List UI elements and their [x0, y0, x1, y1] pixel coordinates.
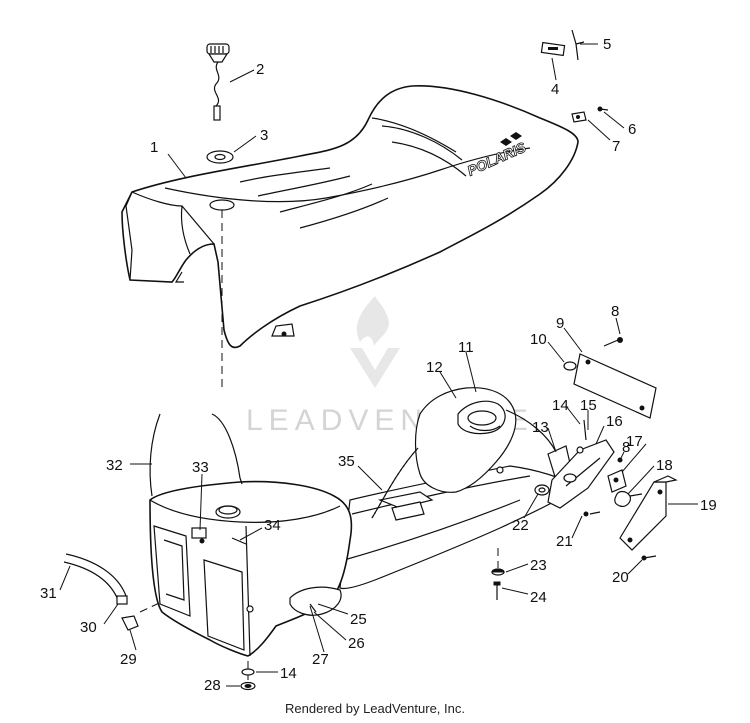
callout-16: 16 [606, 413, 623, 430]
logo-mark-icon [500, 132, 522, 146]
hose-clamp [116, 595, 128, 605]
screw-20 [641, 555, 657, 561]
reflector-plate [563, 337, 657, 419]
callout-19: 19 [700, 497, 717, 514]
callout-2: 2 [256, 61, 264, 78]
callout-5: 5 [603, 36, 611, 53]
bushing [534, 484, 550, 496]
callout-7: 7 [612, 138, 620, 155]
callout-26: 26 [348, 635, 365, 652]
small-plate [571, 111, 587, 123]
screw-24 [493, 581, 501, 600]
callout-17: 17 [626, 433, 643, 450]
vent-hose-right [211, 413, 241, 479]
callout-6: 6 [628, 121, 636, 138]
callout-18: 18 [656, 457, 673, 474]
decal-plate [540, 41, 566, 57]
callout-33: 33 [192, 459, 209, 476]
callout-4: 4 [551, 81, 559, 98]
callout-20: 20 [612, 569, 629, 586]
callout-21: 21 [556, 533, 573, 550]
callout-11: 11 [458, 339, 474, 356]
fuel-hose [63, 561, 119, 601]
vent-hose-left [149, 413, 161, 497]
washer [206, 150, 234, 164]
fuel-tank [149, 480, 353, 657]
callout-8: 8 [611, 303, 619, 320]
washer-14 [241, 668, 255, 676]
callout-14: 14 [552, 397, 569, 414]
frame-base [339, 465, 582, 590]
seat-assembly: POLARIS [121, 85, 579, 349]
callout-34: 34 [264, 517, 281, 534]
callout-9: 9 [556, 315, 564, 332]
washer-23 [491, 568, 505, 576]
screw-6 [597, 106, 609, 112]
callout-3: 3 [260, 127, 268, 144]
callout-22: 22 [512, 517, 529, 534]
leader-lines [59, 43, 698, 687]
callout-30: 30 [80, 619, 97, 636]
fuel-line [371, 447, 419, 519]
callout-10: 10 [530, 331, 547, 348]
callout-29: 29 [120, 651, 137, 668]
callout-31: 31 [40, 585, 57, 602]
callout-labels: 1 2 3 4 5 6 7 8 9 10 11 12 13 14 15 16 1… [40, 36, 717, 694]
callout-24: 24 [530, 589, 547, 606]
callout-13: 13 [532, 419, 549, 436]
seat-support [414, 387, 557, 493]
watermark-logo [350, 296, 400, 388]
callout-25: 25 [350, 611, 367, 628]
callout-15: 15 [580, 397, 597, 414]
callout-8-second: 8 [622, 439, 630, 456]
tail-mount [547, 419, 643, 509]
bracket-top [571, 29, 585, 61]
flap-bracket [583, 475, 678, 551]
callout-35: 35 [338, 453, 355, 470]
callout-1: 1 [150, 139, 158, 156]
callout-32: 32 [106, 457, 123, 474]
callout-12: 12 [426, 359, 443, 376]
callout-23: 23 [530, 557, 547, 574]
callout-28: 28 [204, 677, 221, 694]
callout-27: 27 [312, 651, 329, 668]
footer-credit: Rendered by LeadVenture, Inc. [285, 701, 465, 716]
fitting [121, 615, 139, 631]
fuel-cap [206, 43, 230, 121]
callout-14-second: 14 [280, 665, 297, 682]
